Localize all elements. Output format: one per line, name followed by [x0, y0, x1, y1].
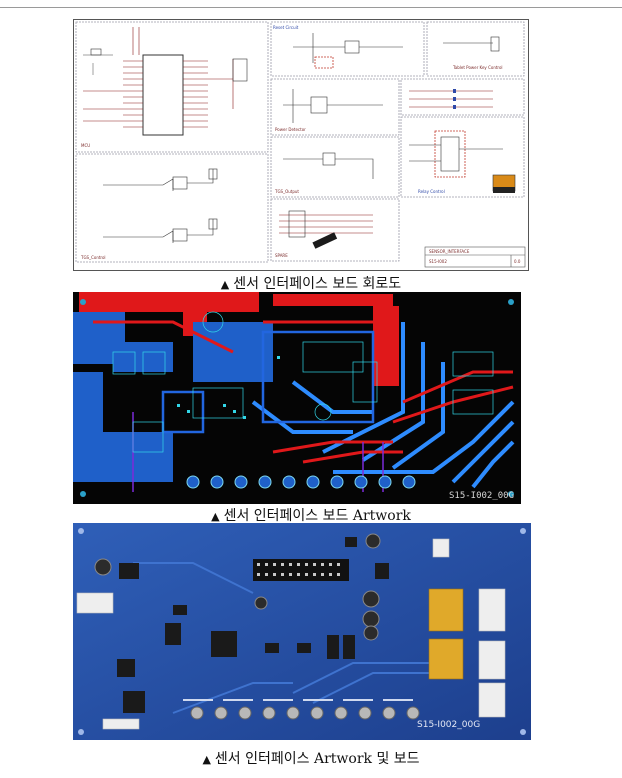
- caption-marker: ▲: [220, 278, 230, 291]
- svg-text:MCU: MCU: [81, 143, 90, 148]
- svg-text:S15-I002: S15-I002: [429, 259, 447, 264]
- header-rule: [0, 7, 622, 8]
- artwork-figure: S15-I002_00G: [73, 292, 521, 504]
- svg-text:Relay Control: Relay Control: [418, 189, 445, 194]
- schematic-caption: ▲센서 인터페이스 보드 회로도: [0, 273, 622, 293]
- board-photo-drawing: S15-I002_00G: [73, 523, 531, 740]
- caption-text: 센서 인터페이스 보드 Artwork: [223, 508, 411, 524]
- svg-text:S15-I002_00G: S15-I002_00G: [449, 491, 514, 501]
- artwork-caption: ▲센서 인터페이스 보드 Artwork: [0, 505, 622, 525]
- caption-text: 센서 인터페이스 보드 회로도: [233, 276, 402, 292]
- schematic-figure: MCU TGS_Control Reset Circuit Tablet Pow…: [73, 19, 529, 271]
- caption-marker: ▲: [202, 753, 211, 766]
- caption-text: 센서 인터페이스 Artwork 및 보드: [214, 751, 420, 767]
- artwork-drawing: S15-I002_00G: [73, 292, 521, 504]
- svg-text:Power Detector: Power Detector: [275, 127, 306, 132]
- svg-text:TGS_Control: TGS_Control: [80, 255, 106, 260]
- board-caption: ▲센서 인터페이스 Artwork 및 보드: [0, 748, 622, 768]
- svg-text:S15-I002_00G: S15-I002_00G: [417, 720, 480, 730]
- svg-text:0.0: 0.0: [514, 259, 521, 264]
- caption-marker: ▲: [211, 510, 220, 523]
- svg-text:TGS_Output: TGS_Output: [274, 189, 299, 194]
- svg-text:SENSOR_INTERFACE: SENSOR_INTERFACE: [429, 249, 470, 254]
- schematic-drawing: MCU TGS_Control Reset Circuit Tablet Pow…: [73, 19, 529, 271]
- svg-text:Tablet Power Key Control: Tablet Power Key Control: [452, 65, 503, 70]
- svg-text:Reset Circuit: Reset Circuit: [273, 25, 299, 30]
- board-photo-figure: S15-I002_00G: [73, 523, 531, 740]
- svg-text:SPARE: SPARE: [275, 253, 288, 258]
